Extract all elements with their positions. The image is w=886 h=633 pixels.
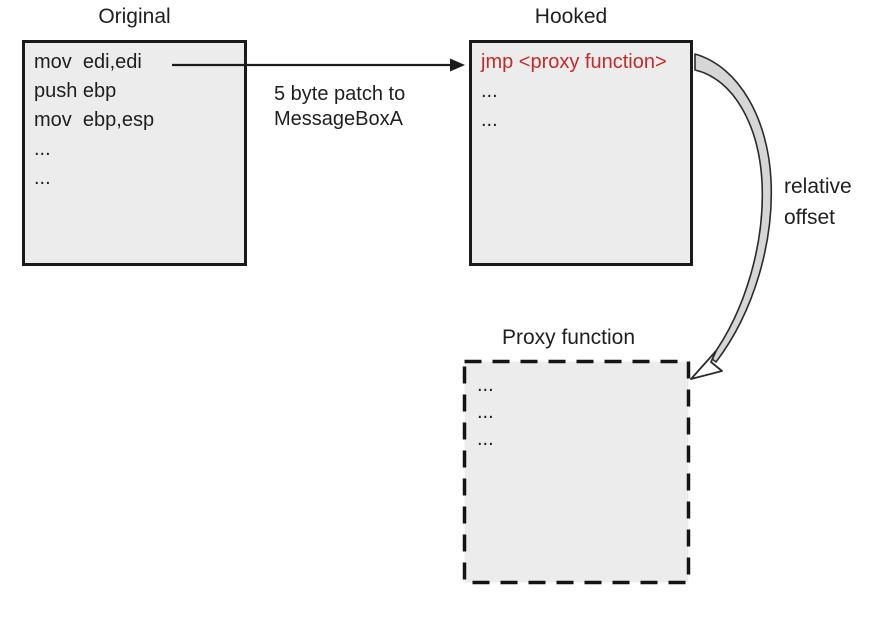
patch-arrow-head-icon xyxy=(450,58,465,72)
patch-arrow-label: 5 byte patch to MessageBoxA xyxy=(274,82,405,132)
asm-ellipsis-line: ... xyxy=(481,80,498,102)
asm-ellipsis-line: ... xyxy=(34,138,51,160)
asm-ellipsis-line: ... xyxy=(477,401,494,423)
patch-label-line: 5 byte patch to xyxy=(274,83,406,105)
asm-ellipsis-line: ... xyxy=(477,374,494,396)
asm-ellipsis-line: ... xyxy=(481,109,498,131)
relative-offset-curved-arrow xyxy=(694,53,773,363)
relative-offset-label: relative offset xyxy=(784,171,852,233)
patch-label-line: MessageBoxA xyxy=(274,108,403,130)
hooked-code-box: jmp <proxy function> ... ... xyxy=(469,40,693,266)
asm-line: mov edi,edi xyxy=(34,51,142,73)
relative-offset-arrow-head-icon xyxy=(690,350,723,380)
asm-line: mov ebp,esp xyxy=(34,109,155,131)
hooked-box-title: Hooked xyxy=(534,5,608,28)
proxy-function-box: ... ... ... xyxy=(463,362,690,453)
original-box-title: Original xyxy=(98,5,171,28)
original-code-box: mov edi,edi push ebp mov ebp,esp ... ... xyxy=(22,40,247,266)
jmp-proxy-instruction: jmp <proxy function> xyxy=(481,51,667,73)
asm-ellipsis-line: ... xyxy=(477,428,494,450)
offset-label-line: offset xyxy=(784,206,835,229)
asm-line: push ebp xyxy=(34,80,117,102)
offset-label-line: relative xyxy=(784,175,852,198)
proxy-function-box-title: Proxy function xyxy=(501,326,636,349)
asm-ellipsis-line: ... xyxy=(34,167,51,189)
